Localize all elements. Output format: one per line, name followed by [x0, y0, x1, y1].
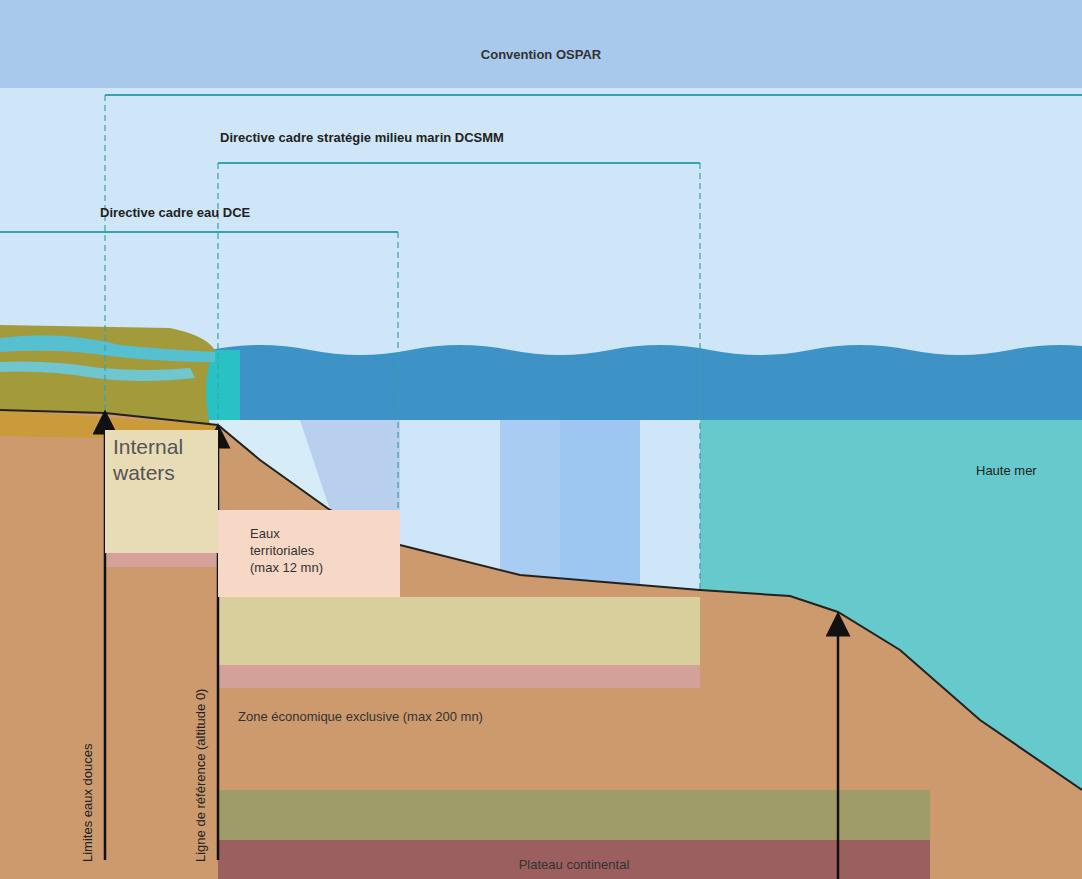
zone-label: Haute mer [976, 463, 1037, 478]
territorial-waters-zone: Eaux territoriales (max 12 mn) [218, 510, 400, 597]
zone-label: Internal waters [113, 434, 214, 487]
boundary-label: Ligne de référence (altitude 0) [193, 689, 208, 862]
directive-label: Directive cadre stratégie milieu marin D… [220, 130, 504, 145]
zone-label: Zone économique exclusive (max 200 mn) [238, 710, 700, 725]
continental-shelf-band: Plateau continental [218, 840, 930, 879]
internal-waters-zone: Internal waters [105, 430, 218, 553]
boundary-label: Limites eaux douces [80, 743, 95, 862]
zone-label: Eaux territoriales (max 12 mn) [250, 526, 340, 577]
eez-zone: Zone économique exclusive (max 200 mn) [218, 688, 700, 758]
convention-band: Convention OSPAR [0, 0, 1082, 88]
zone-label: Plateau continental [218, 858, 930, 873]
directive-label: Directive cadre eau DCE [100, 205, 250, 220]
zone-label: Convention OSPAR [0, 48, 1082, 63]
